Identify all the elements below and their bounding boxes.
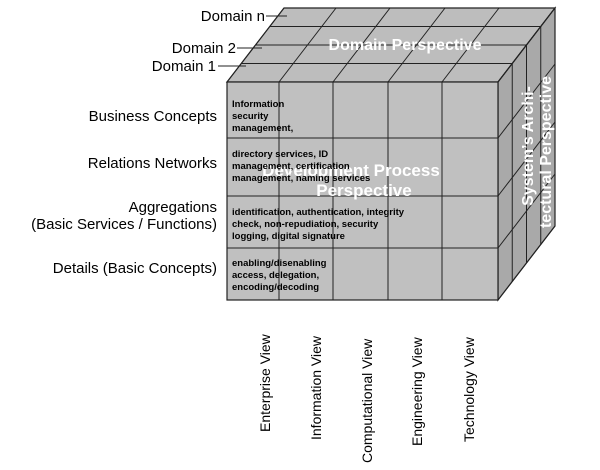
cell-aggregations-line-2: check, non-repudiation, security <box>232 219 379 230</box>
view-label-computational: Computational View <box>359 338 375 463</box>
cell-relations-line-1: directory services, ID <box>232 149 328 160</box>
cell-aggregations-line-3: logging, digital signature <box>232 231 345 242</box>
development-perspective-label-2: Perspective <box>316 181 411 200</box>
domain-n-label: Domain n <box>201 8 265 25</box>
view-label-engineering: Engineering View <box>409 336 425 446</box>
domain-1-label: Domain 1 <box>152 58 216 75</box>
cell-relations-line-2: management, certification <box>232 161 350 172</box>
cube-front-face <box>226 81 499 301</box>
system-perspective-label-2: tectural Perspective <box>538 76 555 228</box>
row-label-aggregations-sub: (Basic Services / Functions) <box>31 216 217 233</box>
view-label-technology: Technology View <box>461 336 477 442</box>
cell-details-line-3: encoding/decoding <box>232 282 319 293</box>
cell-details-line-2: access, delegation, <box>232 270 319 281</box>
row-label-aggregations: Aggregations <box>129 199 217 216</box>
development-perspective-label-1: Development Process <box>262 161 440 180</box>
row-label-details: Details (Basic Concepts) <box>53 260 217 277</box>
cube-grid-lines <box>226 7 556 301</box>
row-label-relations-networks: Relations Networks <box>88 155 217 172</box>
view-label-information: Information View <box>308 335 324 440</box>
domain-perspective-label: Domain Perspective <box>329 37 482 54</box>
cell-business-line-2: security <box>232 111 269 122</box>
domain-leader-lines <box>218 15 287 67</box>
domain-2-label: Domain 2 <box>172 40 236 57</box>
cell-business-line-3: management, <box>232 123 293 134</box>
view-label-enterprise: Enterprise View <box>257 333 273 432</box>
row-label-business-concepts: Business Concepts <box>89 108 217 125</box>
cell-business-line-1: Information <box>232 99 284 110</box>
system-perspective-label-1: System’s Archi- <box>520 86 537 206</box>
cell-details-line-1: enabling/disenabling <box>232 258 327 269</box>
cell-aggregations-line-1: identification, authentication, integrit… <box>232 207 405 218</box>
cell-relations-line-3: management, naming services <box>232 173 370 184</box>
